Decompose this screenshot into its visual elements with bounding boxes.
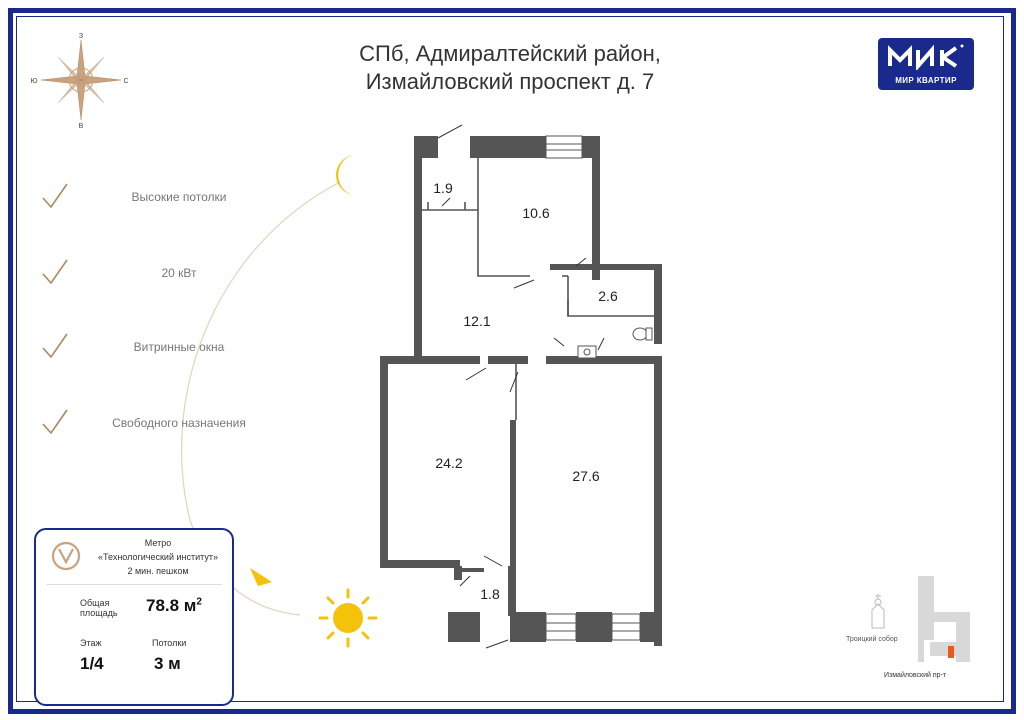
compass-north-label: З <box>79 33 83 40</box>
room-area-label: 1.8 <box>480 586 500 602</box>
room-area-label: 24.2 <box>435 455 463 471</box>
sink-icon <box>577 345 597 359</box>
landmark-label: Троицкий собор <box>846 636 898 643</box>
area-label-1: Общая <box>80 598 110 608</box>
brand-logo: МИР КВАРТИР <box>878 38 974 90</box>
area-label-2: площадь <box>80 608 118 618</box>
info-card: Метро «Технологический институт» 2 мин. … <box>34 528 234 706</box>
card-divider <box>46 584 222 585</box>
ceiling-value: 3 м <box>154 654 181 673</box>
metro-title: Метро <box>144 538 172 548</box>
inner-frame <box>16 16 1004 702</box>
room-area-label: 1.9 <box>433 180 453 196</box>
sun-icon <box>318 588 378 648</box>
location-marker <box>948 646 954 658</box>
location-mini-map <box>871 576 970 662</box>
arrow-icon <box>250 568 272 586</box>
outer-frame <box>8 8 1016 714</box>
floor-plan <box>380 124 662 649</box>
compass-west-label: Ю <box>30 78 37 85</box>
toilet-icon <box>632 327 653 341</box>
feature-item: 20 кВт <box>40 258 280 288</box>
feature-item: Высокие потолки <box>40 182 280 212</box>
checkmark-icon <box>42 409 68 435</box>
street-label: Измайловский пр-т <box>884 672 947 679</box>
feature-label: 20 кВт <box>161 266 197 280</box>
feature-label: Витринные окна <box>133 340 225 354</box>
compass-east-label: С <box>123 78 128 85</box>
checkmark-icon <box>42 183 68 209</box>
checkmark-icon <box>42 259 68 285</box>
page-title: СПб, Адмиралтейский район, Измайловский … <box>300 40 720 96</box>
room-area-label: 27.6 <box>572 468 600 484</box>
title-line-1: СПб, Адмиралтейский район, <box>359 41 661 66</box>
mir-kvartir-logo-icon <box>888 44 964 70</box>
checkmark-icon <box>42 333 68 359</box>
church-icon <box>871 594 885 629</box>
area-number: 78.8 м <box>146 596 197 615</box>
metro-logo-icon <box>51 541 81 571</box>
floor-value: 1/4 <box>80 654 104 673</box>
feature-label: Высокие потолки <box>131 190 227 204</box>
metro-station: «Технологический институт» <box>98 552 218 562</box>
logo-text: МИР КВАРТИР <box>895 76 957 85</box>
feature-item: Свободного назначения <box>40 408 280 438</box>
room-area-label: 10.6 <box>522 205 550 221</box>
room-area-label: 2.6 <box>598 288 618 304</box>
compass-south-label: В <box>79 123 84 130</box>
ceiling-label: Потолки <box>152 638 187 648</box>
area-unit-sup: 2 <box>196 596 202 608</box>
moon-icon <box>336 155 356 195</box>
compass-rose-icon: З В Ю С <box>30 33 128 130</box>
metro-walk-time: 2 мин. пешком <box>127 566 189 576</box>
feature-item: Витринные окна <box>40 332 280 362</box>
feature-label: Свободного назначения <box>112 416 246 430</box>
floor-label: Этаж <box>80 638 102 648</box>
room-area-label: 12.1 <box>463 313 491 329</box>
title-line-2: Измайловский проспект д. 7 <box>365 69 655 94</box>
area-value: 78.8 м2 <box>146 596 202 616</box>
sun-path-diagram <box>180 181 341 616</box>
